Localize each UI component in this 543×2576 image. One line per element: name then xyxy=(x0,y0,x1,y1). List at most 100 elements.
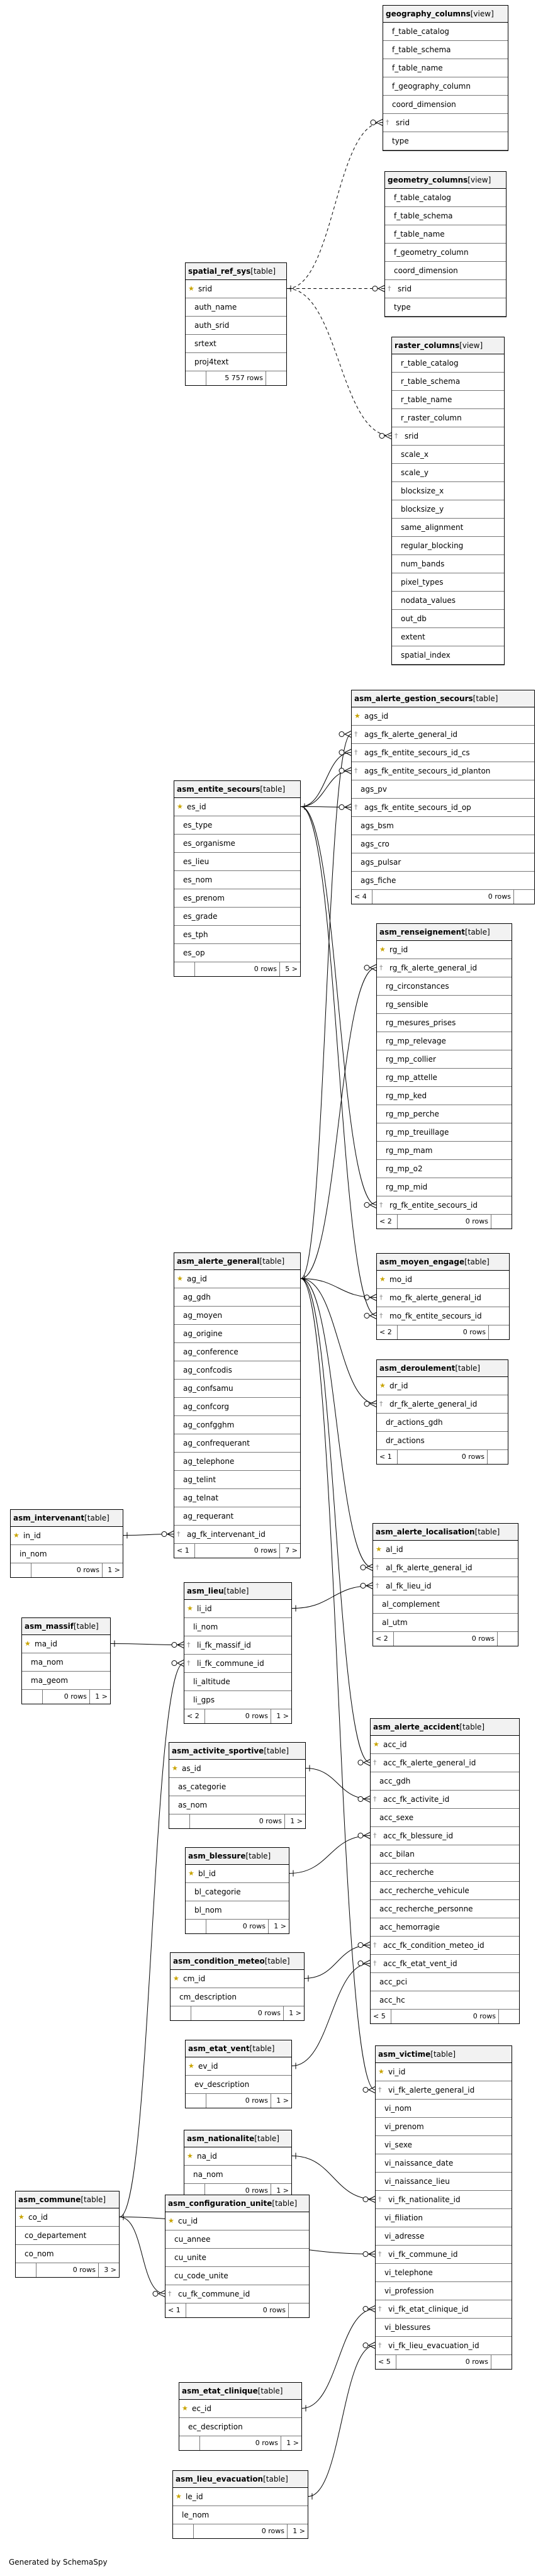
table-name[interactable]: asm_etat_clinique xyxy=(182,2387,258,2395)
table-title[interactable]: asm_configuration_unite[table] xyxy=(165,2195,309,2212)
children-count[interactable]: 5 > xyxy=(279,962,300,976)
column-row[interactable]: vi_profession xyxy=(376,2282,512,2300)
parents-count[interactable] xyxy=(179,2436,199,2450)
column-row[interactable]: rg_mp_mam xyxy=(377,1142,512,1160)
children-count[interactable]: 3 > xyxy=(98,2263,119,2277)
column-row[interactable]: †li_fk_commune_id xyxy=(184,1655,291,1673)
column-row[interactable]: auth_srid xyxy=(186,317,286,335)
column-row[interactable]: †ags_fk_entite_secours_id_planton xyxy=(352,762,534,780)
table-title[interactable]: asm_nationalite[table] xyxy=(184,2130,291,2147)
table-name[interactable]: asm_alerte_localisation xyxy=(376,1527,475,1536)
column-row[interactable]: ★dr_id xyxy=(377,1377,508,1395)
column-row[interactable]: rg_mp_perche xyxy=(377,1105,512,1123)
table-name[interactable]: asm_victime xyxy=(378,2050,431,2059)
column-row[interactable]: ★li_id xyxy=(184,1600,291,1618)
column-row[interactable]: extent xyxy=(392,628,504,646)
children-count[interactable] xyxy=(288,2303,309,2317)
column-row[interactable]: rg_mp_mid xyxy=(377,1178,512,1196)
table-name[interactable]: asm_alerte_accident xyxy=(373,1723,460,1731)
column-row[interactable]: rg_mp_treuillage xyxy=(377,1123,512,1142)
children-count[interactable]: 1 > xyxy=(271,2184,291,2198)
table-title[interactable]: asm_alerte_accident[table] xyxy=(371,1719,519,1736)
column-row[interactable]: †ags_fk_entite_secours_id_cs xyxy=(352,744,534,762)
table-name[interactable]: geography_columns xyxy=(386,9,471,18)
table-asm-victime[interactable]: asm_victime[table]★vi_id†vi_fk_alerte_ge… xyxy=(375,2045,512,2370)
column-row[interactable]: acc_recherche_vehicule xyxy=(371,1882,519,1900)
children-count[interactable]: 1 > xyxy=(102,1563,123,1577)
column-row[interactable]: rg_circonstances xyxy=(377,977,512,996)
column-row[interactable]: ev_description xyxy=(186,2076,291,2094)
column-row[interactable]: ags_pulsar xyxy=(352,853,534,872)
column-row[interactable]: ag_requerant xyxy=(174,1507,300,1526)
parents-count[interactable] xyxy=(11,1563,31,1577)
table-asm-deroulement[interactable]: asm_deroulement[table]★dr_id†dr_fk_alert… xyxy=(376,1359,508,1465)
column-row[interactable]: cu_unite xyxy=(165,2249,309,2267)
column-row[interactable]: r_table_name xyxy=(392,391,504,409)
column-row[interactable]: acc_pci xyxy=(371,1973,519,1991)
column-row[interactable]: ★in_id xyxy=(11,1527,123,1545)
column-row[interactable]: ag_confsamu xyxy=(174,1380,300,1398)
table-name[interactable]: asm_nationalite xyxy=(187,2134,255,2143)
table-title[interactable]: spatial_ref_sys[table] xyxy=(186,263,286,280)
children-count[interactable] xyxy=(491,1215,512,1229)
table-title[interactable]: asm_massif[table] xyxy=(22,1618,110,1635)
column-row[interactable]: as_categorie xyxy=(169,1778,305,1796)
column-row[interactable]: scale_x xyxy=(392,446,504,464)
parents-count[interactable] xyxy=(174,962,194,976)
column-row[interactable]: co_departement xyxy=(16,2227,119,2245)
children-count[interactable]: 1 > xyxy=(268,1920,289,1933)
table-title[interactable]: asm_alerte_general[table] xyxy=(174,1253,300,1270)
children-count[interactable]: 1 > xyxy=(89,1690,110,1704)
column-row[interactable]: vi_filiation xyxy=(376,2209,512,2227)
column-row[interactable]: regular_blocking xyxy=(392,537,504,555)
column-row[interactable]: ags_cro xyxy=(352,835,534,853)
column-row[interactable]: le_nom xyxy=(173,2506,308,2524)
parents-count[interactable]: < 2 xyxy=(187,1712,199,1720)
column-row[interactable]: ag_origine xyxy=(174,1325,300,1343)
column-row[interactable]: †acc_fk_alerte_general_id xyxy=(371,1754,519,1772)
column-row[interactable]: dr_actions xyxy=(377,1432,508,1450)
column-row[interactable]: vi_adresse xyxy=(376,2227,512,2246)
table-title[interactable]: asm_deroulement[table] xyxy=(377,1360,508,1377)
table-title[interactable]: geography_columns[view] xyxy=(383,6,508,23)
column-row[interactable]: ★na_id xyxy=(184,2147,291,2166)
table-name[interactable]: spatial_ref_sys xyxy=(188,267,251,276)
parents-count[interactable]: < 2 xyxy=(379,1217,392,1225)
column-row[interactable]: ag_telnat xyxy=(174,1489,300,1507)
column-row[interactable]: r_table_catalog xyxy=(392,354,504,373)
column-row[interactable]: ★as_id xyxy=(169,1760,305,1778)
parents-count[interactable] xyxy=(16,2263,36,2277)
table-asm-renseignement[interactable]: asm_renseignement[table]★rg_id†rg_fk_ale… xyxy=(376,923,512,1229)
parents-count[interactable] xyxy=(173,2524,193,2538)
table-asm-alerte-gestion-secours[interactable]: asm_alerte_gestion_secours[table]★ags_id… xyxy=(351,690,535,904)
column-row[interactable]: ma_nom xyxy=(22,1653,110,1672)
column-row[interactable]: al_complement xyxy=(373,1595,518,1614)
table-title[interactable]: asm_lieu[table] xyxy=(184,1583,291,1600)
table-title[interactable]: asm_alerte_localisation[table] xyxy=(373,1524,518,1541)
parents-count[interactable] xyxy=(186,1920,206,1933)
table-name[interactable]: asm_deroulement xyxy=(379,1364,456,1373)
column-row[interactable]: blocksize_y xyxy=(392,500,504,519)
column-row[interactable]: ★acc_id xyxy=(371,1736,519,1754)
column-row[interactable]: ★ags_id xyxy=(352,707,534,726)
column-row[interactable]: acc_hemorragie xyxy=(371,1918,519,1937)
parents-count[interactable]: < 2 xyxy=(379,1328,392,1336)
column-row[interactable]: †vi_fk_alerte_general_id xyxy=(376,2081,512,2100)
column-row[interactable]: ags_fiche xyxy=(352,872,534,890)
column-row[interactable]: ag_confcorg xyxy=(174,1398,300,1416)
table-title[interactable]: asm_etat_vent[table] xyxy=(186,2040,291,2057)
column-row[interactable]: f_geography_column xyxy=(383,77,508,96)
parents-count[interactable] xyxy=(171,2006,191,2020)
column-row[interactable]: ma_geom xyxy=(22,1672,110,1690)
children-count[interactable] xyxy=(498,2010,519,2023)
column-row[interactable]: ★mo_id xyxy=(377,1271,509,1289)
column-row[interactable]: †al_fk_alerte_general_id xyxy=(373,1559,518,1577)
column-row[interactable]: †ag_fk_intervenant_id xyxy=(174,1526,300,1544)
column-row[interactable]: f_table_name xyxy=(385,225,506,244)
